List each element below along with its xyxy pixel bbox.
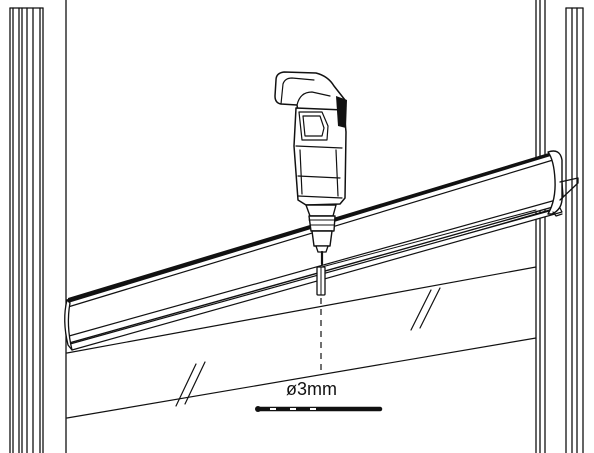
right-window-frame xyxy=(535,0,584,453)
drill-bit-label: ø3mm xyxy=(286,379,337,399)
break-mark-right xyxy=(410,287,441,331)
cordless-drill-icon xyxy=(274,71,347,266)
roller-blind-headrail xyxy=(64,150,579,351)
break-mark-left xyxy=(175,361,206,407)
left-window-frame xyxy=(9,0,67,453)
blind-fabric xyxy=(66,266,537,419)
drill-bit-icon xyxy=(255,406,383,412)
